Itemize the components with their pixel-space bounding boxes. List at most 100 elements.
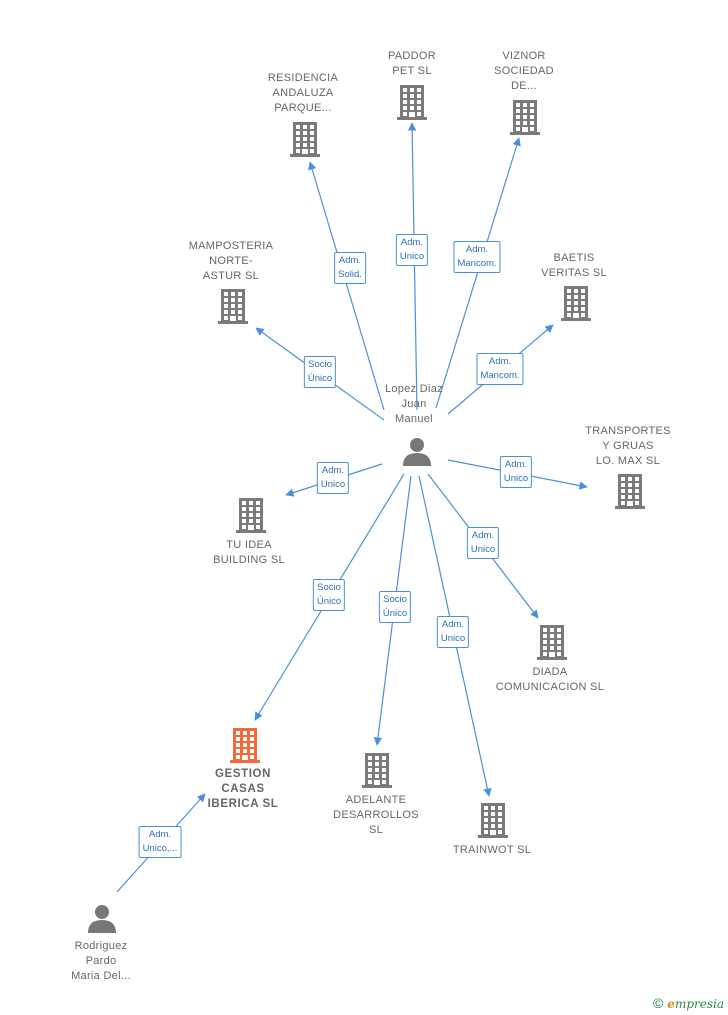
edge-label-residencia[interactable]: Adm. Solid. [334,252,366,284]
node-label-trainwot[interactable]: TRAINWOT SL [427,843,557,858]
edge-label-transportes[interactable]: Adm. Unico [499,456,533,488]
person-icon [403,438,431,466]
node-label-line: BAETIS [553,252,595,264]
building-icon [510,100,540,135]
node-label-line: BUILDING SL [213,554,285,566]
node-label-line: Rodriguez [74,940,128,952]
node-label-line: TRANSPORTES [585,425,671,437]
node-label-line: DE... [511,80,537,92]
edge-label-line: Adm. [400,237,424,248]
node-label-baetis[interactable]: BAETIS VERITAS SL [509,251,639,281]
edge-label-line: Solid. [338,269,362,280]
building-icon [561,286,591,321]
building-icon [362,753,392,788]
node-label-gestion[interactable]: GESTION CASAS IBERICA SL [178,767,308,812]
node-label-line: Manuel [395,413,433,425]
node-label-line: Lopez Diaz [384,383,444,395]
edge-label-line: Adm. [488,356,512,367]
edge-lopez-viznor [435,137,521,409]
edge-label-line: Único [307,373,333,384]
node-label-line: Juan [401,398,427,410]
node-label-line: GESTION [215,768,271,780]
node-label-line: NORTE- [209,255,253,267]
node-label-diada[interactable]: DIADA COMUNICACION SL [485,665,615,695]
edge-lopez-residencia [308,161,385,411]
node-label-line: IBERICA SL [207,798,279,810]
node-label-line: DESARROLLOS [333,809,419,821]
building-icon [478,803,508,838]
edge-label-line: Unico [440,633,466,644]
edge-lopez-paddor [407,122,418,411]
node-label-line: COMUNICACION SL [495,681,605,693]
edge-label-tuidea[interactable]: Adm. Unico [316,462,350,494]
building-icon [230,728,260,763]
node-label-paddor[interactable]: PADDOR PET SL [347,49,477,79]
node-label-line: SL [368,824,384,836]
edge-label-line: Socio [308,359,332,370]
edge-label-line: Unico [399,251,425,262]
edge-label-line: Mancom. [480,370,520,381]
node-label-line: PADDOR [387,50,437,62]
brand-initial: e [667,997,675,1011]
node-label-transportes[interactable]: TRANSPORTES Y GRUAS LO. MAX SL [563,424,693,469]
edge-label-line: Unico [503,473,529,484]
edge-label-baetis[interactable]: Adm. Mancom. [476,353,524,385]
node-label-line: LO. MAX SL [595,455,661,467]
node-label-mamposteria[interactable]: MAMPOSTERIA NORTE- ASTUR SL [166,239,296,284]
node-label-line: Maria Del... [71,970,131,982]
edge-label-diada[interactable]: Adm. Unico [466,527,500,559]
node-label-line: ADELANTE [345,794,407,806]
edge-label-line: Adm. [471,530,495,541]
node-label-line: TRAINWOT SL [452,844,532,856]
node-label-line: PARQUE... [274,102,332,114]
node-label-line: RESIDENCIA [267,72,339,84]
edge-label-trainwot[interactable]: Adm. Unico [436,616,470,648]
edge-label-line: Socio [317,582,341,593]
node-label-line: PET SL [392,65,432,77]
edge-label-line: Adm. [148,829,172,840]
person-icon [88,905,116,933]
edge-label-line: Adm. [441,619,465,630]
node-label-residencia[interactable]: RESIDENCIA ANDALUZA PARQUE... [238,71,368,116]
edge-label-line: Socio [383,594,407,605]
node-label-line: MAMPOSTERIA [188,240,274,252]
brand-logo: ©empresia [653,995,724,1011]
edge-label-line: Adm. [321,465,345,476]
building-icon [537,625,567,660]
brand-name: mpresia [674,997,724,1011]
building-icon [290,122,320,157]
copyright-symbol: © [652,995,664,1011]
edge-label-viznor[interactable]: Adm. Mancom. [453,241,501,273]
edge-label-line: Mancom. [457,258,497,269]
edge-label-line: Unico [470,544,496,555]
node-label-line: VERITAS SL [541,267,607,279]
node-label-adelante[interactable]: ADELANTE DESARROLLOS SL [311,793,441,838]
icons-layer [88,85,645,933]
edge-label-line: Único [316,596,342,607]
building-icon [236,498,266,533]
building-icon [218,289,248,324]
edge-label-gestion-rodriguez[interactable]: Adm.Unico,... [138,826,182,858]
node-label-line: ANDALUZA [272,87,334,99]
node-label-line: Y GRUAS [602,440,654,452]
edge-label-paddor[interactable]: Adm. Unico [395,234,429,266]
node-label-line: Pardo [85,955,117,967]
node-label-line: CASAS [221,783,265,795]
edge-label-line: Adm. [465,244,489,255]
node-label-line: SOCIEDAD [494,65,554,77]
node-label-line: ASTUR SL [202,270,260,282]
building-icon [397,85,427,120]
node-label-line: DIADA [532,666,568,678]
edge-label-line: Adm. [338,255,362,266]
edge-label-line: Adm. [504,459,528,470]
building-icon [615,474,645,509]
edge-label-line: Unico [320,479,346,490]
